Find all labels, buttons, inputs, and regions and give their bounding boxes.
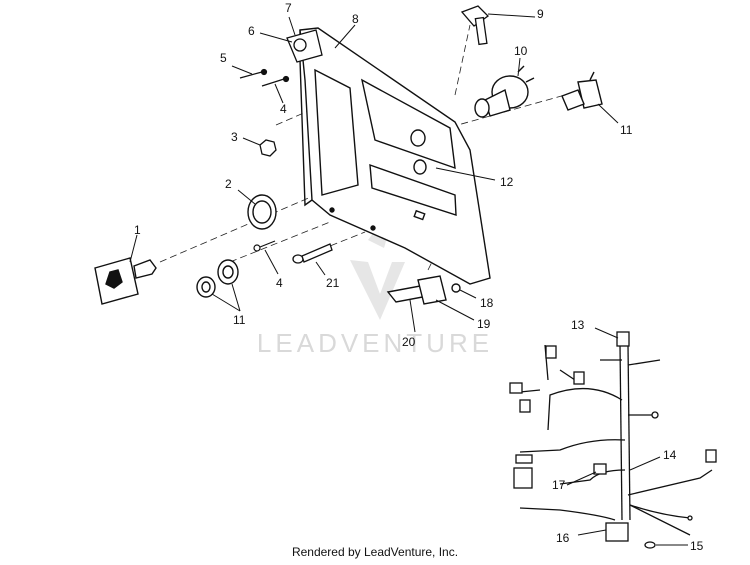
harness-connectors — [509, 331, 717, 549]
callout-3: 3 — [231, 130, 238, 144]
callout-9: 9 — [537, 7, 544, 21]
ignition-key — [94, 257, 157, 305]
callout-11-switch: 11 — [620, 123, 633, 137]
wiring-harness — [519, 344, 713, 536]
nut — [259, 139, 277, 157]
callout-6: 6 — [248, 24, 255, 38]
lower-bracket — [386, 275, 461, 305]
callout-15: 15 — [690, 539, 704, 553]
mounting-bracket — [286, 29, 323, 63]
toggle-switch — [561, 71, 603, 111]
dash-panel — [299, 27, 491, 285]
callout-5: 5 — [220, 51, 227, 65]
callout-4-upper: 4 — [280, 102, 287, 116]
callout-4-lower: 4 — [276, 276, 283, 290]
washers — [196, 259, 239, 298]
callout-12: 12 — [500, 175, 514, 189]
callout-13: 13 — [571, 318, 585, 332]
ignition-switch — [474, 65, 535, 118]
callout-18: 18 — [480, 296, 494, 310]
callout-11-washers: 11 — [233, 313, 246, 327]
callout-8: 8 — [352, 12, 359, 26]
callout-16: 16 — [556, 531, 570, 545]
credit-text: Rendered by LeadVenture, Inc. — [291, 545, 459, 559]
bolt — [292, 243, 333, 264]
relay-switch — [460, 5, 490, 46]
callout-19: 19 — [477, 317, 491, 331]
callout-2: 2 — [225, 177, 232, 191]
callout-10: 10 — [514, 44, 528, 58]
leader-lines — [129, 13, 688, 546]
lower-screw — [253, 240, 276, 252]
watermark-text: LEADVENTURE — [257, 328, 493, 358]
callout-21: 21 — [326, 276, 340, 290]
bezel-ring — [247, 194, 277, 230]
callout-20: 20 — [402, 335, 416, 349]
callout-7: 7 — [285, 1, 292, 15]
callout-17: 17 — [552, 478, 566, 492]
screws — [239, 68, 290, 87]
callout-1: 1 — [134, 223, 141, 237]
callout-14: 14 — [663, 448, 677, 462]
